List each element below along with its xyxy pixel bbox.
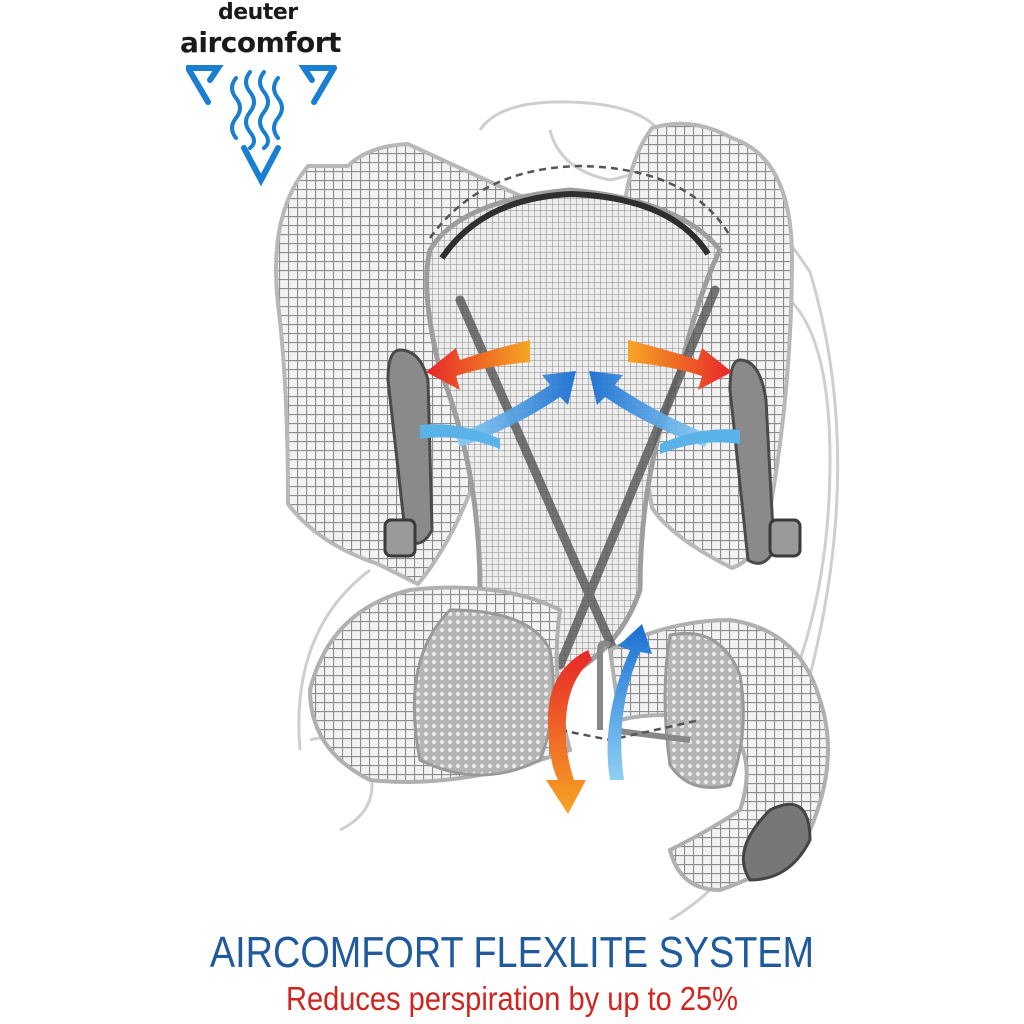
logo-product: aircomfort	[180, 26, 341, 59]
warm-air-arrow-icon	[426, 340, 732, 814]
cool-air-arrow-icon	[420, 371, 740, 780]
page-subtitle: Reduces perspiration by up to 25%	[285, 980, 739, 1017]
page-title: AIRCOMFORT FLEXLITE SYSTEM	[209, 928, 815, 977]
aircomfort-logo: deuter aircomfort	[178, 0, 348, 190]
backpack-illustration	[274, 100, 840, 920]
aircomfort-logo-icon	[186, 65, 337, 187]
logo-brand: deuter	[218, 0, 298, 25]
